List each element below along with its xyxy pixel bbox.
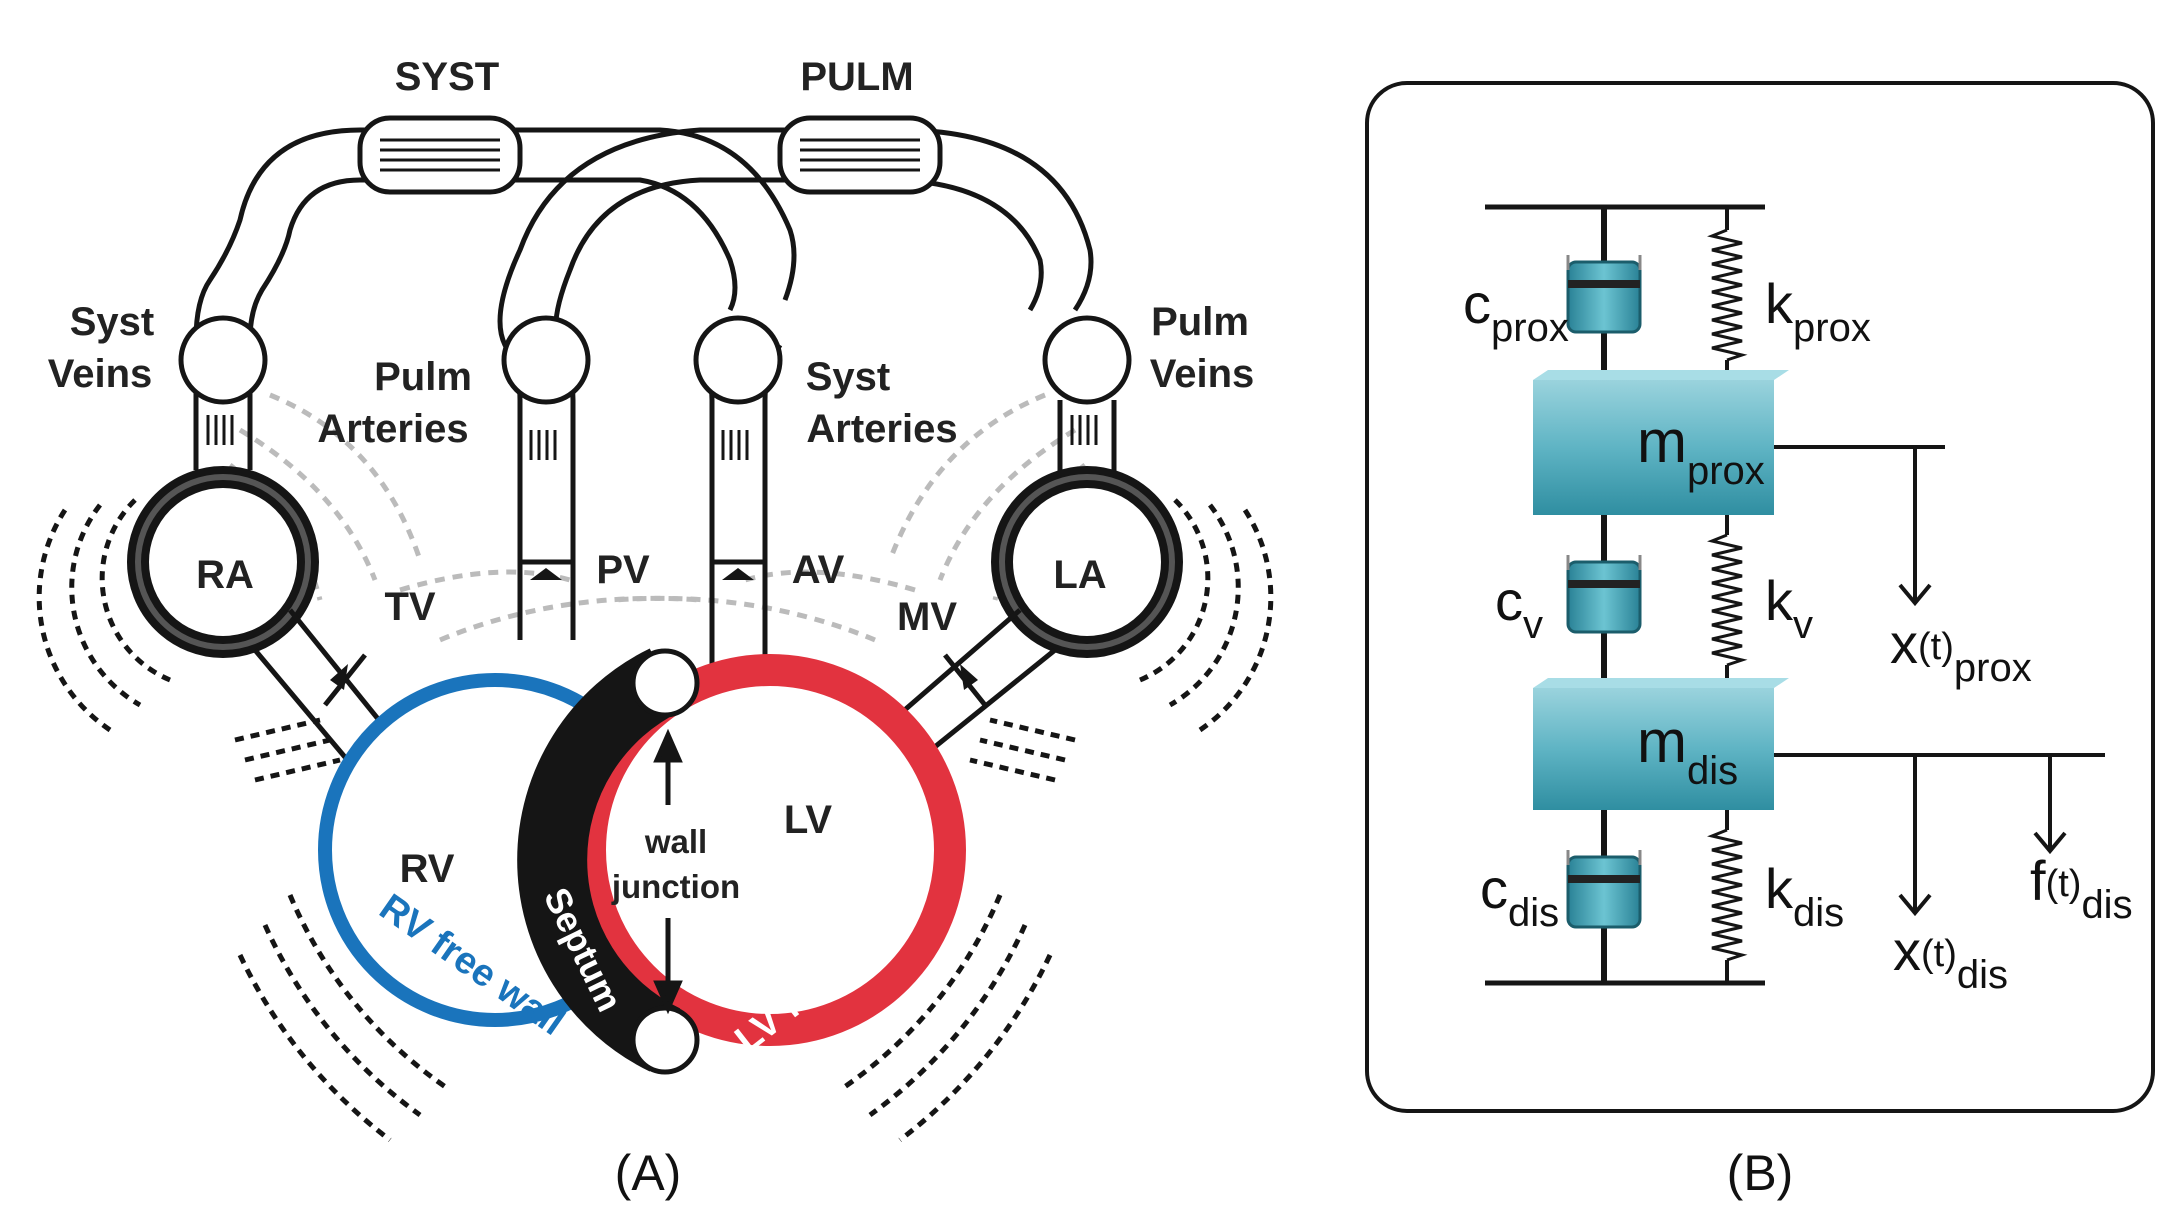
k-v-label: kv xyxy=(1765,569,1813,647)
spring-v xyxy=(1707,533,1748,667)
left-atrium xyxy=(991,466,1183,658)
m-prox-label: mprox xyxy=(1637,408,1765,493)
ventricles xyxy=(318,648,966,1075)
k-prox-label: kprox xyxy=(1765,272,1871,350)
displacement-arrows xyxy=(1774,445,2105,917)
pulm-veins-label-2: Veins xyxy=(1150,352,1255,396)
pv-label: PV xyxy=(596,548,650,592)
syst-arteries-label-2: Arteries xyxy=(806,407,957,451)
syst-veins-label-1: Syst xyxy=(70,300,155,344)
spring-prox xyxy=(1707,228,1748,362)
compliance-bulbs xyxy=(178,315,1132,405)
k-dis-label: kdis xyxy=(1765,857,1844,935)
wall-junction-bottom xyxy=(630,1005,700,1075)
wall-junction-top xyxy=(630,648,700,718)
caption-b: (B) xyxy=(1727,1145,1794,1201)
damper-prox xyxy=(1566,255,1642,334)
panel-b: cprox kprox mprox cv kv x(t)prox mdis cd… xyxy=(1365,81,2155,1201)
pulm-label: PULM xyxy=(800,55,913,99)
x-dis-label: x(t)dis xyxy=(1893,919,2008,997)
wall-junction-label-2: junction xyxy=(611,868,740,905)
valve-leaflets xyxy=(330,568,978,690)
panel-a: SYST PULM Syst Veins Pulm Arteries Syst … xyxy=(36,55,1274,1201)
syst-veins-label-2: Veins xyxy=(48,352,153,396)
syst-capacitor xyxy=(357,115,523,195)
c-dis-label: cdis xyxy=(1480,857,1559,935)
lv-label: LV xyxy=(784,798,832,842)
right-atrium xyxy=(127,466,319,658)
spring-dis xyxy=(1707,828,1748,962)
m-dis-label: mdis xyxy=(1637,708,1738,793)
pulm-veins-label-1: Pulm xyxy=(1151,300,1249,344)
wall-junction-arrows xyxy=(653,728,683,1015)
resistor-hatches xyxy=(206,415,1098,460)
x-prox-label: x(t)prox xyxy=(1890,612,2032,690)
septum xyxy=(517,648,681,1072)
damper-v xyxy=(1566,555,1642,634)
motion-arcs xyxy=(36,498,1274,1142)
mass-dis xyxy=(1533,678,1789,810)
caption-a: (A) xyxy=(615,1145,682,1201)
mv-label: MV xyxy=(897,595,957,639)
ra-label: RA xyxy=(196,553,254,597)
pulm-capacitor xyxy=(777,115,943,195)
av-label: AV xyxy=(792,548,845,592)
syst-arteries-label-1: Syst xyxy=(806,355,891,399)
mass-prox xyxy=(1533,370,1789,515)
rv-label: RV xyxy=(400,847,455,891)
c-prox-label: cprox xyxy=(1463,272,1569,350)
pulm-arteries-label-2: Arteries xyxy=(317,407,468,451)
wall-junction-label-1: wall xyxy=(644,823,707,860)
la-label: LA xyxy=(1053,553,1106,597)
damper-dis xyxy=(1566,850,1642,929)
f-dis-label: f(t)dis xyxy=(2030,849,2133,927)
panel-b-frame xyxy=(1365,81,2155,1113)
systemic-loop xyxy=(193,127,797,470)
pulm-arteries-label-1: Pulm xyxy=(374,355,472,399)
c-v-label: cv xyxy=(1495,569,1543,647)
syst-label: SYST xyxy=(395,55,499,99)
tv-label: TV xyxy=(384,585,435,629)
